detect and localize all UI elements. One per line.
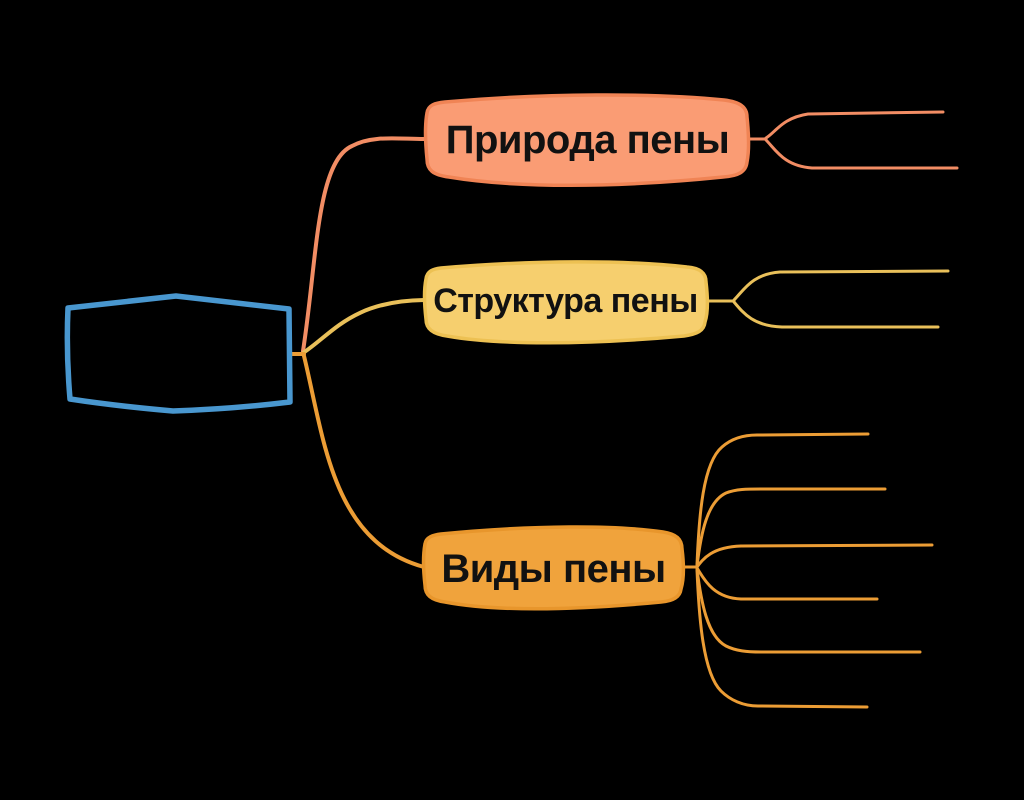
node-label-struktura[interactable]: Структура пены — [433, 282, 698, 320]
child-line — [695, 487, 887, 568]
child-line — [695, 567, 922, 654]
children-lines-priroda — [748, 110, 959, 170]
child-line — [695, 566, 879, 601]
node-label-vidy[interactable]: Виды пены — [441, 546, 666, 591]
child-line — [732, 269, 950, 302]
child-line — [695, 568, 869, 709]
children-lines-vidy — [681, 432, 934, 709]
child-line — [695, 543, 934, 569]
branch-line-vidy — [302, 354, 426, 569]
branch-line-priroda — [301, 136, 426, 353]
child-line — [764, 110, 945, 140]
node-shape-struktura[interactable] — [422, 260, 710, 345]
children-lines-struktura — [704, 269, 950, 329]
root-node-shape[interactable] — [64, 293, 293, 414]
node-shape-priroda[interactable] — [423, 93, 751, 187]
node-shape-vidy[interactable] — [421, 525, 686, 611]
child-line — [764, 138, 959, 170]
branch-line-struktura — [301, 298, 426, 355]
child-line — [695, 432, 870, 567]
child-line — [732, 300, 940, 329]
node-label-priroda[interactable]: Природа пены — [445, 117, 730, 162]
